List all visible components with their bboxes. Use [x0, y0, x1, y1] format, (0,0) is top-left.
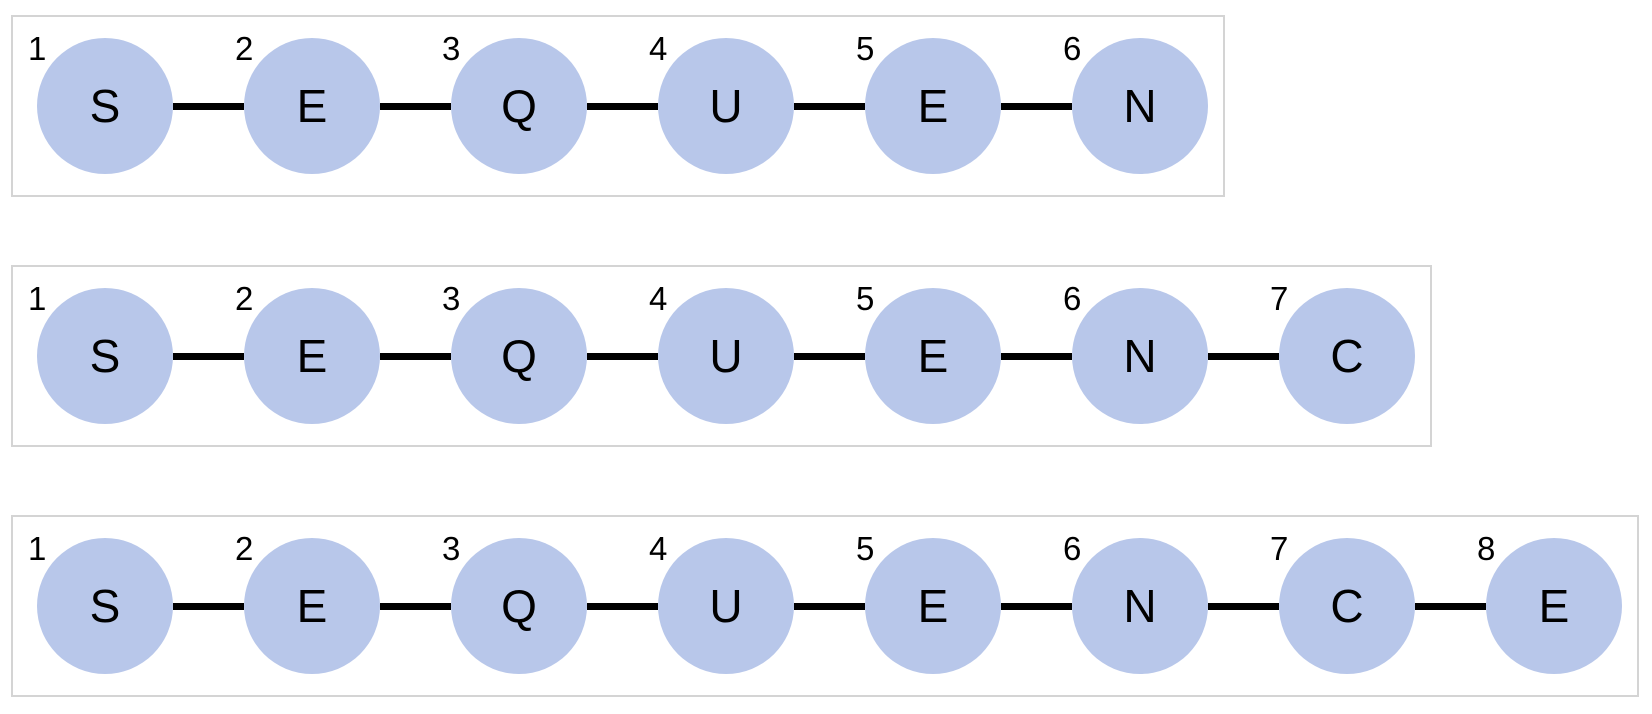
- node-circle: U: [658, 288, 794, 424]
- node-connector-line: [794, 602, 865, 610]
- node-circle: N: [1072, 38, 1208, 174]
- node-circle: C: [1279, 538, 1415, 674]
- node-connector-line: [1208, 352, 1279, 360]
- node-index-label: 4: [649, 30, 668, 67]
- node-circle: S: [37, 38, 173, 174]
- node-connector-line: [380, 352, 451, 360]
- node-index-label: 1: [28, 30, 47, 67]
- node-index-label: 4: [649, 280, 668, 317]
- node-circle: E: [244, 288, 380, 424]
- node-connector-line: [1001, 102, 1072, 110]
- node-index-label: 5: [856, 280, 875, 317]
- node-connector-line: [1208, 602, 1279, 610]
- node-connector-line: [587, 602, 658, 610]
- node-connector-line: [587, 102, 658, 110]
- node-circle: S: [37, 538, 173, 674]
- node-index-label: 6: [1063, 30, 1082, 67]
- node-circle: N: [1072, 288, 1208, 424]
- node-circle: C: [1279, 288, 1415, 424]
- node-index-label: 5: [856, 30, 875, 67]
- node-index-label: 1: [28, 280, 47, 317]
- node-connector-line: [794, 102, 865, 110]
- node-index-label: 1: [28, 530, 47, 567]
- node-index-label: 4: [649, 530, 668, 567]
- node-circle: Q: [451, 38, 587, 174]
- node-index-label: 3: [442, 280, 461, 317]
- node-connector-line: [173, 352, 244, 360]
- node-circle: E: [244, 538, 380, 674]
- node-index-label: 3: [442, 530, 461, 567]
- node-index-label: 6: [1063, 530, 1082, 567]
- node-index-label: 3: [442, 30, 461, 67]
- node-connector-line: [380, 602, 451, 610]
- node-index-label: 7: [1270, 280, 1289, 317]
- node-connector-line: [380, 102, 451, 110]
- node-index-label: 5: [856, 530, 875, 567]
- node-index-label: 2: [235, 280, 254, 317]
- node-circle: E: [865, 288, 1001, 424]
- node-circle: E: [244, 38, 380, 174]
- node-index-label: 8: [1477, 530, 1496, 567]
- node-index-label: 6: [1063, 280, 1082, 317]
- node-circle: U: [658, 538, 794, 674]
- node-circle: N: [1072, 538, 1208, 674]
- node-index-label: 2: [235, 30, 254, 67]
- node-connector-line: [1001, 602, 1072, 610]
- node-connector-line: [1001, 352, 1072, 360]
- node-connector-line: [587, 352, 658, 360]
- node-connector-line: [794, 352, 865, 360]
- node-connector-line: [173, 602, 244, 610]
- node-circle: U: [658, 38, 794, 174]
- node-connector-line: [173, 102, 244, 110]
- node-circle: S: [37, 288, 173, 424]
- node-index-label: 7: [1270, 530, 1289, 567]
- node-circle: E: [865, 538, 1001, 674]
- node-index-label: 2: [235, 530, 254, 567]
- node-circle: E: [1486, 538, 1622, 674]
- node-circle: Q: [451, 538, 587, 674]
- node-circle: E: [865, 38, 1001, 174]
- node-connector-line: [1415, 602, 1486, 610]
- node-circle: Q: [451, 288, 587, 424]
